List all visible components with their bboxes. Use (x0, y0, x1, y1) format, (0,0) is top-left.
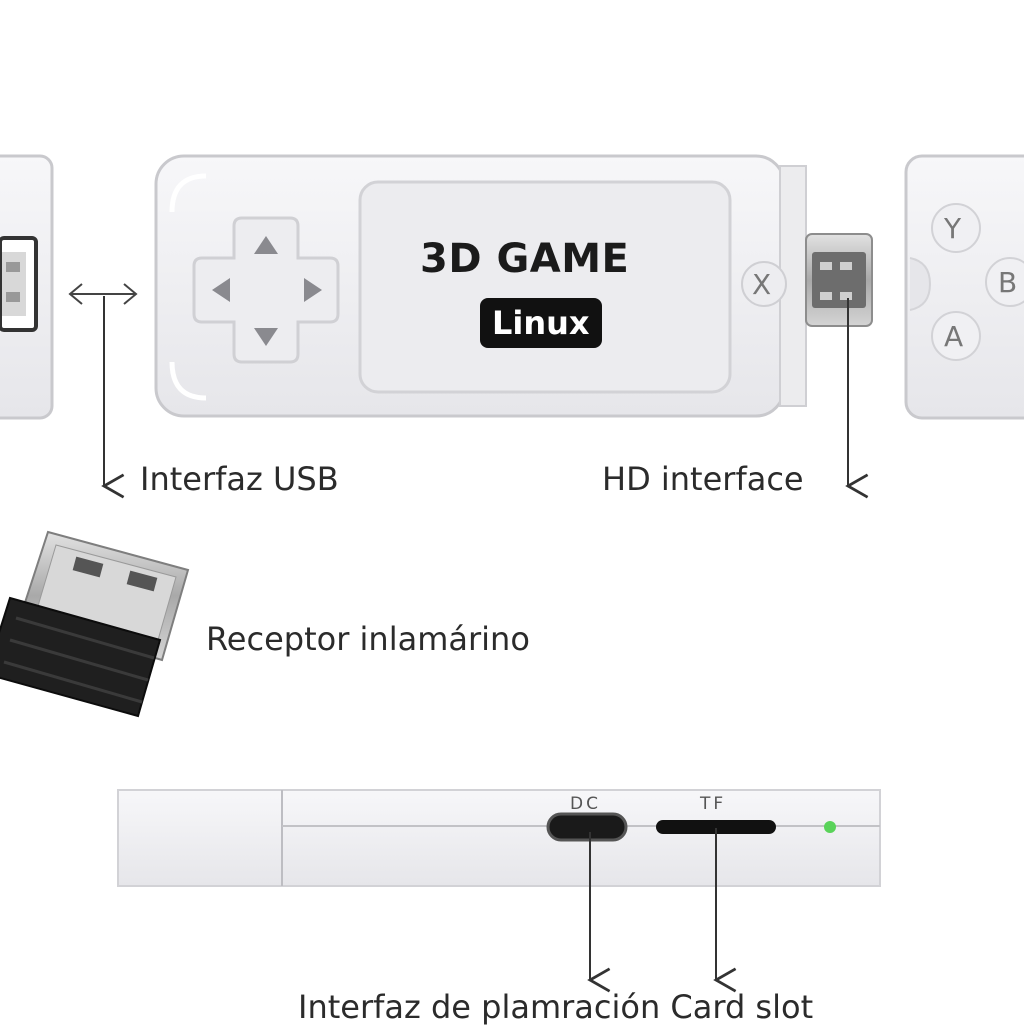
y-button-label: Y (944, 212, 962, 245)
double-arrow-icon (68, 283, 138, 305)
usb-port-icon (6, 262, 20, 302)
os-badge: Linux (480, 298, 602, 348)
wireless-receiver-label: Receptor inlamárino (206, 620, 530, 658)
y-button (931, 203, 981, 253)
hd-interface-label: HD interface (602, 460, 804, 498)
tf-card-slot (656, 820, 776, 834)
bottom-side-panel (117, 789, 881, 887)
left-controller-half (0, 154, 54, 420)
tf-slot-label: TF (700, 794, 727, 814)
b-button-label: B (998, 266, 1018, 299)
a-button (931, 311, 981, 361)
x-button (741, 261, 787, 307)
screen-panel (358, 180, 732, 394)
b-button (985, 257, 1024, 307)
usb-interface-label: Interfaz USB (140, 460, 339, 498)
wireless-receiver-dongle (0, 530, 190, 718)
dc-port (546, 812, 628, 842)
a-button-label: A (944, 320, 964, 353)
x-button-label: X (752, 268, 772, 301)
right-controller-half (904, 154, 1024, 420)
status-led (824, 821, 836, 833)
hd-connector (805, 233, 873, 327)
bottom-ports-label: Interfaz de plamración Card slot (298, 988, 814, 1026)
dpad (192, 216, 340, 364)
dc-port-label: DC (570, 794, 601, 814)
brand-text: 3D GAME (420, 236, 630, 282)
